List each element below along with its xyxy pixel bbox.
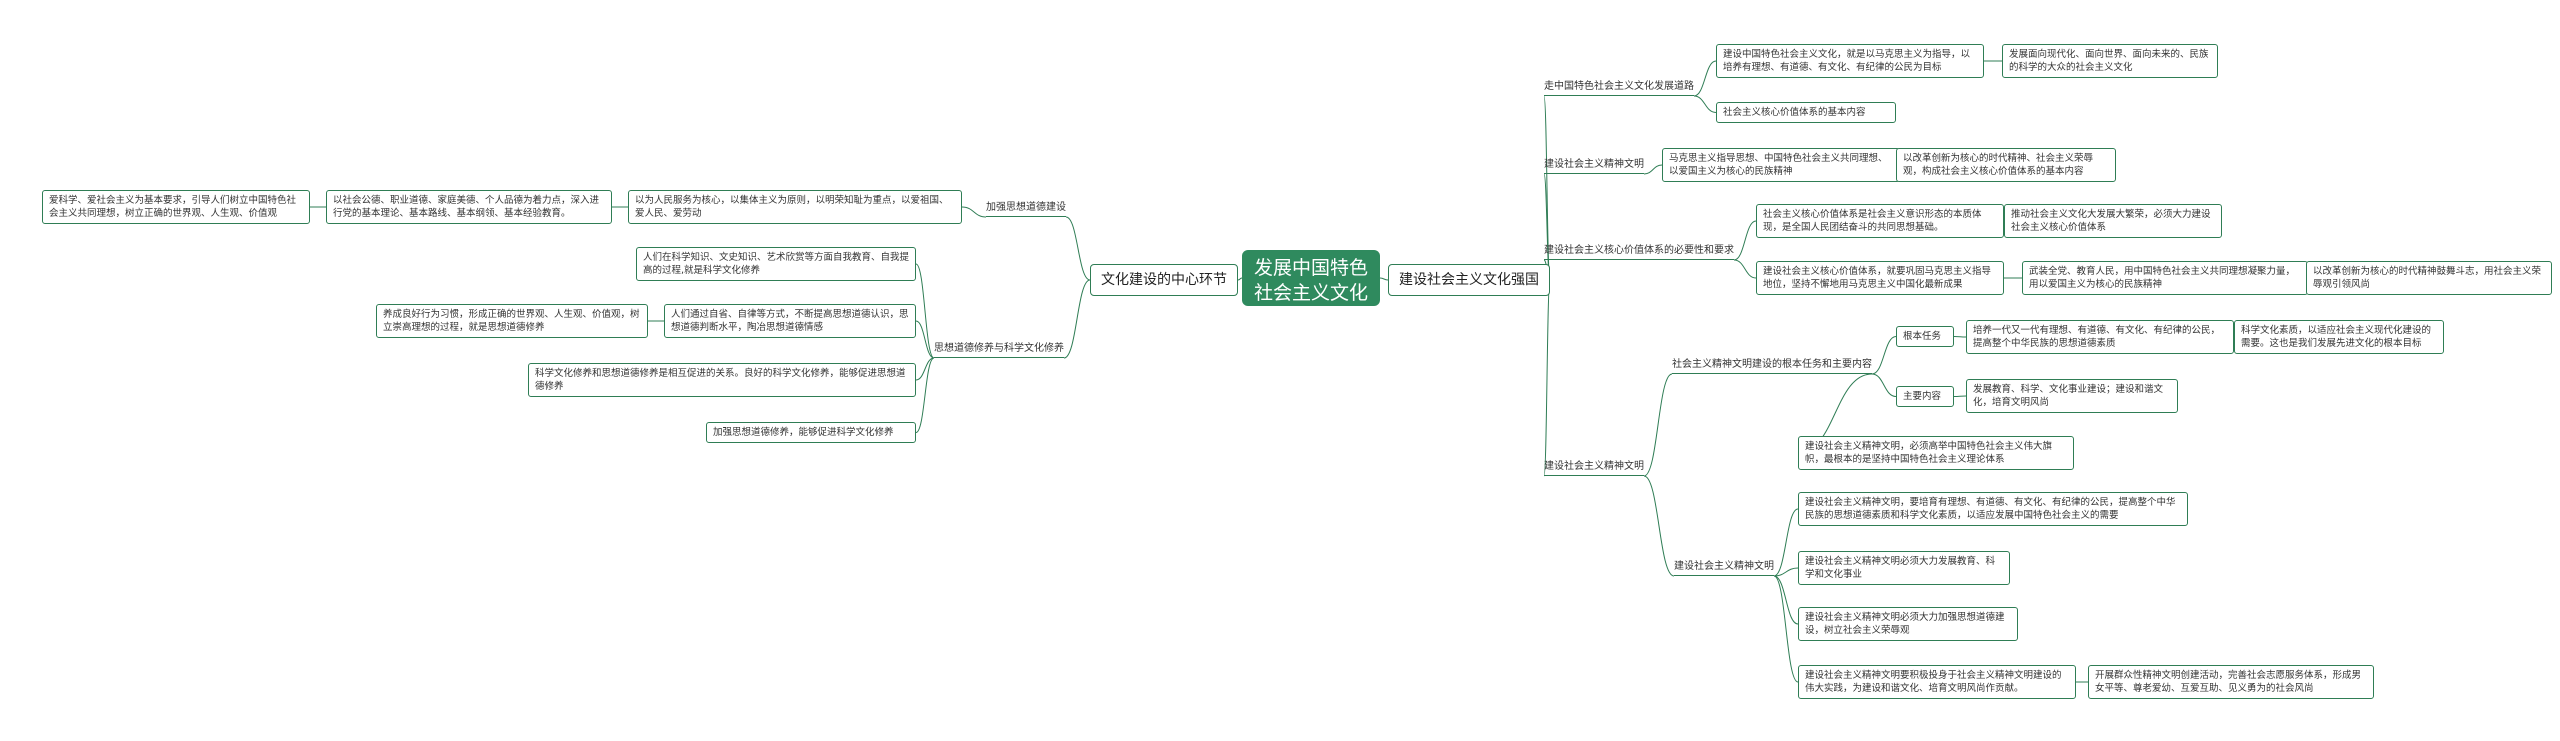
connector bbox=[1693, 95, 1717, 113]
subbranch-task-and-content[interactable]: 社会主义精神文明建设的根本任务和主要内容 bbox=[1672, 358, 1872, 374]
spiritual-civilization-item-1[interactable]: 马克思主义指导思想、中国特色社会主义共同理想、以爱国主义为核心的民族精神 bbox=[1662, 148, 1900, 182]
cultivation-item-2[interactable]: 人们通过自省、自律等方式，不断提高思想道德认识，思想道德判断水平，陶冶思想道德情… bbox=[664, 304, 916, 338]
connector bbox=[1871, 336, 1897, 375]
connector bbox=[1773, 508, 1799, 577]
connector bbox=[1643, 475, 1675, 577]
core-values-item-2-child[interactable]: 武装全党、教育人民，用中国特色社会主义共同理想凝聚力量，用以爱国主义为核心的民族… bbox=[2022, 261, 2308, 295]
core-values-item-2[interactable]: 建设社会主义核心价值体系，就要巩固马克思主义指导地位，坚持不懈地用马克思主义中国… bbox=[1756, 261, 2004, 295]
connector bbox=[961, 206, 987, 218]
connector bbox=[915, 357, 935, 433]
connector bbox=[1543, 279, 1551, 477]
culture-road-item-1-child[interactable]: 发展面向现代化、面向世界、面向未来的、民族的科学的大众的社会主义文化 bbox=[2002, 44, 2218, 78]
fundamental-task[interactable]: 根本任务 bbox=[1896, 326, 1954, 347]
civilization-item-3[interactable]: 建设社会主义精神文明必须大力加强思想道德建设，树立社会主义荣辱观 bbox=[1798, 607, 2018, 641]
moral-chain-3[interactable]: 爱科学、爱社会主义为基本要求，引导人们树立中国特色社会主义共同理想，树立正确的世… bbox=[42, 190, 310, 224]
branch-moral-and-science-cultivation[interactable]: 思想道德修养与科学文化修养 bbox=[934, 342, 1064, 358]
connector bbox=[1871, 373, 1897, 397]
branch-culture-road[interactable]: 走中国特色社会主义文化发展道路 bbox=[1544, 80, 1694, 96]
connector bbox=[915, 357, 935, 381]
connector bbox=[1733, 220, 1757, 261]
cultivation-item-3[interactable]: 科学文化修养和思想道德修养是相互促进的关系。良好的科学文化修养，能够促进思想道德… bbox=[528, 363, 916, 397]
subbranch-build-civilization[interactable]: 建设社会主义精神文明 bbox=[1674, 560, 1774, 576]
topic-build-culture-power[interactable]: 建设社会主义文化强国 bbox=[1388, 264, 1550, 296]
connector bbox=[1733, 259, 1757, 279]
fundamental-task-detail[interactable]: 培养一代又一代有理想、有道德、有文化、有纪律的公民，提高整个中华民族的思想道德素… bbox=[1966, 320, 2234, 354]
moral-chain-2[interactable]: 以社会公德、职业道德、家庭美德、个人品德为着力点，深入进行党的基本理论、基本路线… bbox=[326, 190, 612, 224]
civilization-item-1[interactable]: 建设社会主义精神文明，要培育有理想、有道德、有文化、有纪律的公民，提高整个中华民… bbox=[1798, 492, 2188, 526]
branch-spiritual-civilization[interactable]: 建设社会主义精神文明 bbox=[1544, 158, 1644, 174]
cultivation-item-2-child[interactable]: 养成良好行为习惯，形成正确的世界观、人生观、价值观，树立崇高理想的过程，就是思想… bbox=[376, 304, 648, 338]
main-content-detail[interactable]: 发展教育、科学、文化事业建设；建设和谐文化，培育文明风尚 bbox=[1966, 379, 2178, 413]
connector bbox=[1953, 336, 1967, 338]
cultivation-item-1[interactable]: 人们在科学知识、文史知识、艺术欣赏等方面自我教育、自我提高的过程,就是科学文化修… bbox=[636, 247, 916, 281]
spiritual-civilization-banner[interactable]: 建设社会主义精神文明，必须高举中国特色社会主义伟大旗帜，最根本的是坚持中国特色社… bbox=[1798, 436, 2074, 470]
branch-build-spiritual-civilization[interactable]: 建设社会主义精神文明 bbox=[1544, 460, 1644, 476]
connector bbox=[1773, 567, 1799, 577]
moral-chain-1[interactable]: 以为人民服务为核心，以集体主义为原则，以明荣知耻为重点，以爱祖国、爱人民、爱劳动 bbox=[628, 190, 962, 224]
core-values-item-2-grandchild[interactable]: 以改革创新为核心的时代精神鼓舞斗志，用社会主义荣辱观引领风尚 bbox=[2306, 261, 2552, 295]
branch-core-values-necessity[interactable]: 建设社会主义核心价值体系的必要性和要求 bbox=[1544, 244, 1734, 260]
root-topic[interactable]: 发展中国特色社会主义文化 bbox=[1242, 250, 1380, 306]
connector bbox=[1065, 216, 1091, 281]
main-content[interactable]: 主要内容 bbox=[1896, 386, 1954, 407]
civilization-item-4[interactable]: 建设社会主义精神文明要积极投身于社会主义精神文明建设的伟大实践，为建设和谐文化、… bbox=[1798, 665, 2076, 699]
culture-road-item-2[interactable]: 社会主义核心价值体系的基本内容 bbox=[1716, 102, 1896, 123]
fundamental-task-detail-child[interactable]: 科学文化素质，以适应社会主义现代化建设的需要。这也是我们发展先进文化的根本目标 bbox=[2234, 320, 2444, 354]
civilization-item-2[interactable]: 建设社会主义精神文明必须大力发展教育、科学和文化事业 bbox=[1798, 551, 2010, 585]
culture-road-item-1[interactable]: 建设中国特色社会主义文化，就是以马克思主义为指导，以培养有理想、有道德、有文化、… bbox=[1716, 44, 1984, 78]
cultivation-item-4[interactable]: 加强思想道德修养，能够促进科学文化修养 bbox=[706, 422, 916, 443]
branch-moral-construction[interactable]: 加强思想道德建设 bbox=[986, 201, 1066, 217]
civilization-item-4-child[interactable]: 开展群众性精神文明创建活动，完善社会志愿服务体系，形成男女平等、尊老爱幼、互爱互… bbox=[2088, 665, 2374, 699]
connector bbox=[915, 263, 935, 359]
connector bbox=[1643, 373, 1673, 477]
connector bbox=[915, 320, 935, 359]
topic-culture-center-link[interactable]: 文化建设的中心环节 bbox=[1090, 264, 1238, 296]
core-values-item-1[interactable]: 社会主义核心价值体系是社会主义意识形态的本质体现，是全国人民团结奋斗的共同思想基… bbox=[1756, 204, 2004, 238]
connector bbox=[1773, 575, 1799, 683]
connector bbox=[1693, 60, 1717, 97]
spiritual-civilization-item-1-child[interactable]: 以改革创新为核心的时代精神、社会主义荣辱观，构成社会主义核心价值体系的基本内容 bbox=[1896, 148, 2116, 182]
connector bbox=[1643, 164, 1663, 175]
connector bbox=[1773, 575, 1799, 625]
connector bbox=[1063, 279, 1091, 359]
connector bbox=[1953, 395, 1967, 397]
core-values-item-1-child[interactable]: 推动社会主义文化大发展大繁荣，必须大力建设社会主义核心价值体系 bbox=[2004, 204, 2222, 238]
connector bbox=[1379, 277, 1389, 281]
